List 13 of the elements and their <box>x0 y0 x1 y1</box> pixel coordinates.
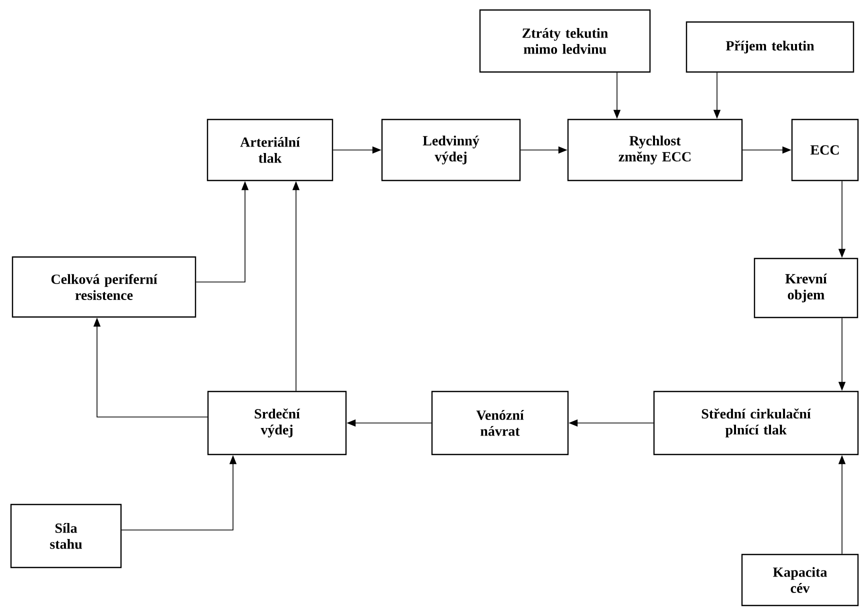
process-box: Arteriální tlak <box>206 118 334 182</box>
process-box: Krevní objem <box>754 258 858 318</box>
process-box: Příjem tekutin <box>686 21 854 73</box>
process-box: Ledvinný výdej <box>381 118 521 182</box>
process-box: Venózní návrat <box>431 390 569 456</box>
process-box: Celková periferní resistence <box>12 256 196 318</box>
process-box: ECC <box>791 118 859 182</box>
process-box: Rychlost změny ECC <box>567 118 743 182</box>
process-box: Ztráty tekutin mimo ledvinu <box>479 9 651 73</box>
process-box: Srdeční výdej <box>207 390 347 456</box>
process-box: Kapacita cév <box>741 554 859 606</box>
process-box: Síla stahu <box>10 504 122 568</box>
process-box: Střední cirkulační plnící tlak <box>653 390 859 456</box>
